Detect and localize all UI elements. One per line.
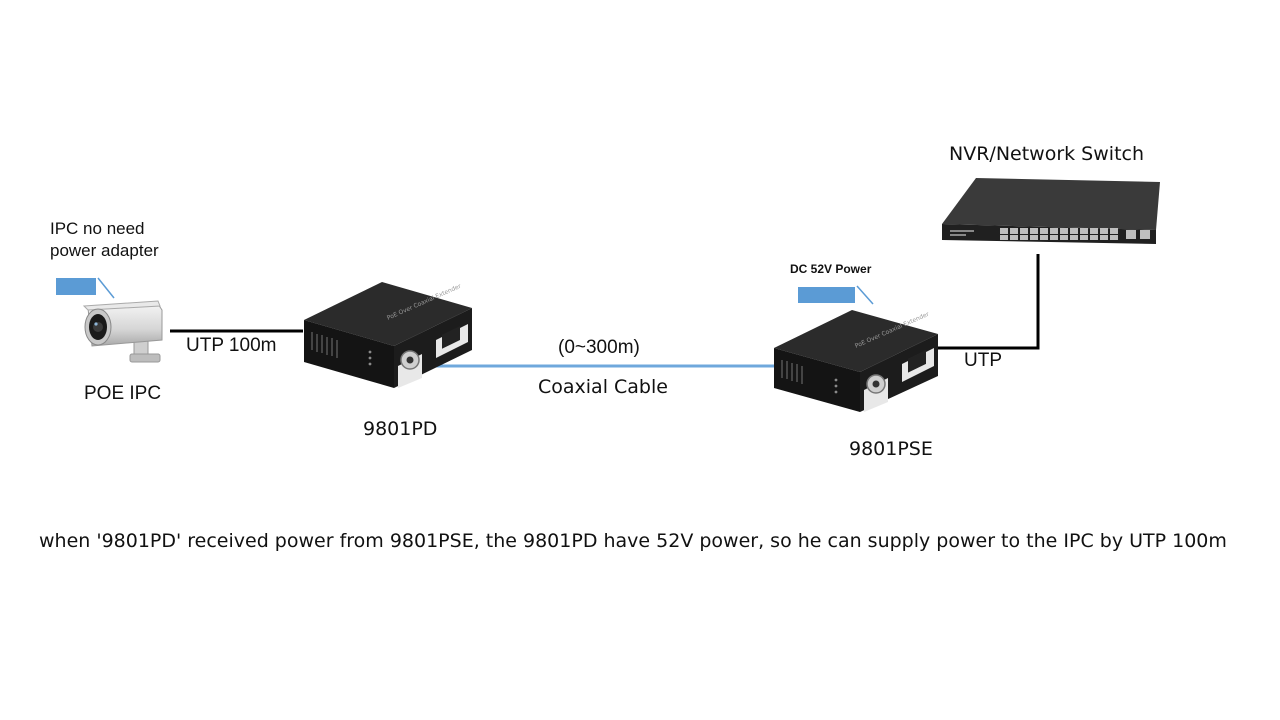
pse-power-note: DC 52V Power — [790, 262, 872, 276]
switch-label: NVR/Network Switch — [949, 143, 1145, 165]
camera-note-line2: power adapter — [50, 241, 159, 260]
camera-label: POE IPC — [84, 383, 162, 404]
camera-note-pointer — [97, 277, 115, 299]
camera-note-box — [56, 278, 96, 295]
coax-cable-label: Coaxial Cable — [538, 376, 668, 398]
pse-note-box — [798, 287, 855, 303]
pse-label: 9801PSE — [849, 438, 933, 460]
poe-ip-camera-icon — [82, 300, 163, 363]
pd-label: 9801PD — [363, 418, 438, 440]
pd-extender-icon: PoE Over Coaxial Extender — [304, 282, 472, 388]
camera-note: IPC no need power adapter — [50, 218, 159, 262]
pse-extender-icon: PoE Over Coaxial Extender — [774, 310, 938, 412]
utp-100m-label: UTP 100m — [186, 335, 277, 356]
caption-text: when '9801PD' received power from 9801PS… — [39, 530, 1227, 552]
utp-switch-line — [938, 254, 1040, 350]
pse-note-pointer — [856, 285, 874, 305]
camera-note-line1: IPC no need — [50, 219, 145, 238]
coax-range-label: (0~300m) — [558, 337, 640, 358]
network-switch-icon — [942, 178, 1160, 244]
utp-right-label: UTP — [964, 350, 1002, 371]
